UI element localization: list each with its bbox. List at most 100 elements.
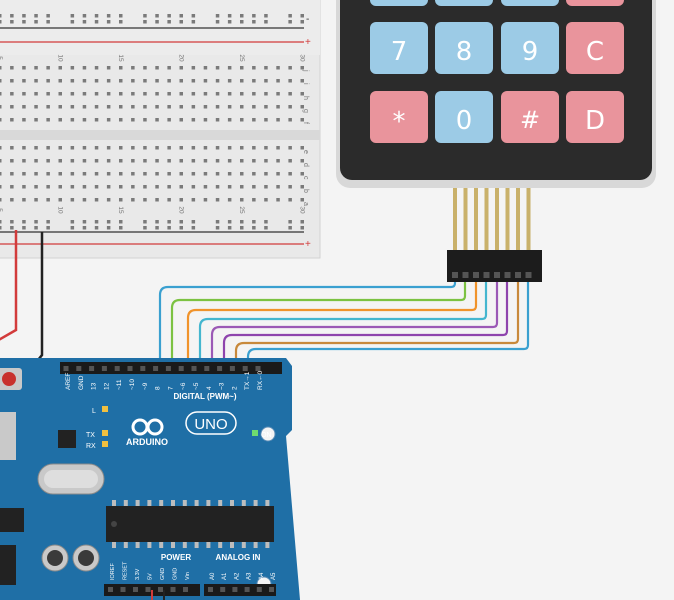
breadboard-hole[interactable] bbox=[179, 172, 184, 176]
breadboard-hole[interactable] bbox=[203, 118, 208, 122]
breadboard-hole[interactable] bbox=[252, 185, 256, 189]
breadboard-hole[interactable] bbox=[143, 146, 147, 150]
breadboard-hole[interactable] bbox=[106, 66, 111, 70]
breadboard-hole[interactable] bbox=[82, 159, 87, 163]
breadboard-hole[interactable] bbox=[215, 118, 220, 122]
digital-pin[interactable] bbox=[242, 366, 248, 371]
digital-pin[interactable] bbox=[229, 366, 235, 371]
breadboard-hole[interactable] bbox=[0, 118, 2, 122]
breadboard-hole[interactable] bbox=[143, 105, 147, 109]
breadboard-hole[interactable] bbox=[179, 118, 184, 122]
breadboard-hole[interactable] bbox=[22, 159, 26, 163]
breadboard-hole[interactable] bbox=[240, 159, 244, 163]
breadboard-hole[interactable] bbox=[264, 105, 268, 109]
breadboard-hole[interactable] bbox=[155, 198, 159, 202]
breadboard-hole[interactable] bbox=[264, 172, 268, 176]
breadboard-hole[interactable] bbox=[167, 185, 171, 189]
breadboard-hole[interactable] bbox=[143, 172, 147, 176]
signal-wire[interactable] bbox=[234, 282, 520, 368]
breadboard-hole[interactable] bbox=[94, 172, 99, 176]
breadboard-hole[interactable] bbox=[252, 146, 256, 150]
breadboard-hole[interactable] bbox=[119, 172, 123, 176]
breadboard-hole[interactable] bbox=[46, 172, 50, 176]
breadboard-hole[interactable] bbox=[82, 14, 87, 18]
breadboard-hole[interactable] bbox=[155, 92, 159, 96]
breadboard-hole[interactable] bbox=[22, 185, 26, 189]
breadboard-hole[interactable] bbox=[264, 14, 268, 18]
breadboard-hole[interactable] bbox=[34, 172, 38, 176]
breadboard-hole[interactable] bbox=[276, 92, 280, 96]
breadboard-hole[interactable] bbox=[34, 159, 38, 163]
breadboard-hole[interactable] bbox=[70, 20, 75, 24]
breadboard-hole[interactable] bbox=[300, 172, 305, 176]
breadboard-hole[interactable] bbox=[94, 105, 99, 109]
breadboard-hole[interactable] bbox=[46, 118, 50, 122]
keypad-key-c[interactable]: C bbox=[566, 22, 624, 74]
breadboard-hole[interactable] bbox=[106, 198, 111, 202]
breadboard-hole[interactable] bbox=[264, 79, 268, 83]
analog-pin[interactable] bbox=[244, 587, 250, 592]
breadboard-hole[interactable] bbox=[300, 226, 305, 230]
keypad-4x4[interactable]: 7 8 9 C * 0 # D bbox=[336, 0, 656, 188]
breadboard-hole[interactable] bbox=[0, 146, 2, 150]
breadboard-hole[interactable] bbox=[179, 20, 184, 24]
breadboard-hole[interactable] bbox=[215, 220, 220, 224]
breadboard-hole[interactable] bbox=[252, 220, 256, 224]
breadboard-hole[interactable] bbox=[288, 79, 292, 83]
breadboard-hole[interactable] bbox=[215, 20, 220, 24]
analog-pin[interactable] bbox=[232, 587, 238, 592]
breadboard-hole[interactable] bbox=[264, 185, 268, 189]
breadboard-hole[interactable] bbox=[300, 198, 305, 202]
breadboard-hole[interactable] bbox=[46, 146, 50, 150]
breadboard-hole[interactable] bbox=[106, 79, 111, 83]
breadboard-hole[interactable] bbox=[22, 226, 26, 230]
breadboard-hole[interactable] bbox=[82, 146, 87, 150]
keypad-key-9[interactable]: 9 bbox=[501, 22, 559, 74]
breadboard-hole[interactable] bbox=[106, 20, 111, 24]
breadboard-hole[interactable] bbox=[276, 146, 280, 150]
breadboard-hole[interactable] bbox=[227, 79, 232, 83]
breadboard-hole[interactable] bbox=[10, 159, 14, 163]
keypad-key-partial[interactable] bbox=[501, 0, 559, 6]
breadboard-hole[interactable] bbox=[0, 159, 2, 163]
breadboard-hole[interactable] bbox=[252, 105, 256, 109]
breadboard-hole[interactable] bbox=[155, 220, 159, 224]
breadboard-hole[interactable] bbox=[203, 79, 208, 83]
breadboard-hole[interactable] bbox=[22, 105, 26, 109]
breadboard-hole[interactable] bbox=[0, 66, 2, 70]
breadboard-hole[interactable] bbox=[0, 172, 2, 176]
breadboard-hole[interactable] bbox=[22, 198, 26, 202]
breadboard-hole[interactable] bbox=[191, 118, 196, 122]
breadboard-hole[interactable] bbox=[58, 118, 63, 122]
breadboard-hole[interactable] bbox=[94, 14, 99, 18]
breadboard-hole[interactable] bbox=[179, 14, 184, 18]
breadboard-hole[interactable] bbox=[94, 66, 99, 70]
breadboard-hole[interactable] bbox=[10, 146, 14, 150]
breadboard-hole[interactable] bbox=[227, 172, 232, 176]
breadboard-hole[interactable] bbox=[203, 66, 208, 70]
breadboard-hole[interactable] bbox=[143, 66, 147, 70]
breadboard-hole[interactable] bbox=[70, 159, 75, 163]
breadboard-hole[interactable] bbox=[167, 20, 171, 24]
breadboard-hole[interactable] bbox=[203, 185, 208, 189]
breadboard-hole[interactable] bbox=[10, 185, 14, 189]
breadboard-hole[interactable] bbox=[0, 105, 2, 109]
reset-button[interactable] bbox=[2, 372, 16, 386]
breadboard-hole[interactable] bbox=[82, 226, 87, 230]
breadboard-hole[interactable] bbox=[106, 226, 111, 230]
breadboard-hole[interactable] bbox=[22, 79, 26, 83]
signal-wire[interactable] bbox=[198, 282, 488, 368]
breadboard-hole[interactable] bbox=[300, 92, 305, 96]
breadboard-hole[interactable] bbox=[276, 118, 280, 122]
breadboard-hole[interactable] bbox=[288, 146, 292, 150]
breadboard-hole[interactable] bbox=[70, 226, 75, 230]
breadboard-hole[interactable] bbox=[300, 14, 305, 18]
breadboard-hole[interactable] bbox=[288, 14, 292, 18]
breadboard-hole[interactable] bbox=[215, 66, 220, 70]
breadboard-hole[interactable] bbox=[155, 159, 159, 163]
breadboard-hole[interactable] bbox=[179, 146, 184, 150]
breadboard-hole[interactable] bbox=[106, 172, 111, 176]
breadboard-hole[interactable] bbox=[143, 14, 147, 18]
breadboard-hole[interactable] bbox=[94, 118, 99, 122]
breadboard-hole[interactable] bbox=[22, 14, 26, 18]
